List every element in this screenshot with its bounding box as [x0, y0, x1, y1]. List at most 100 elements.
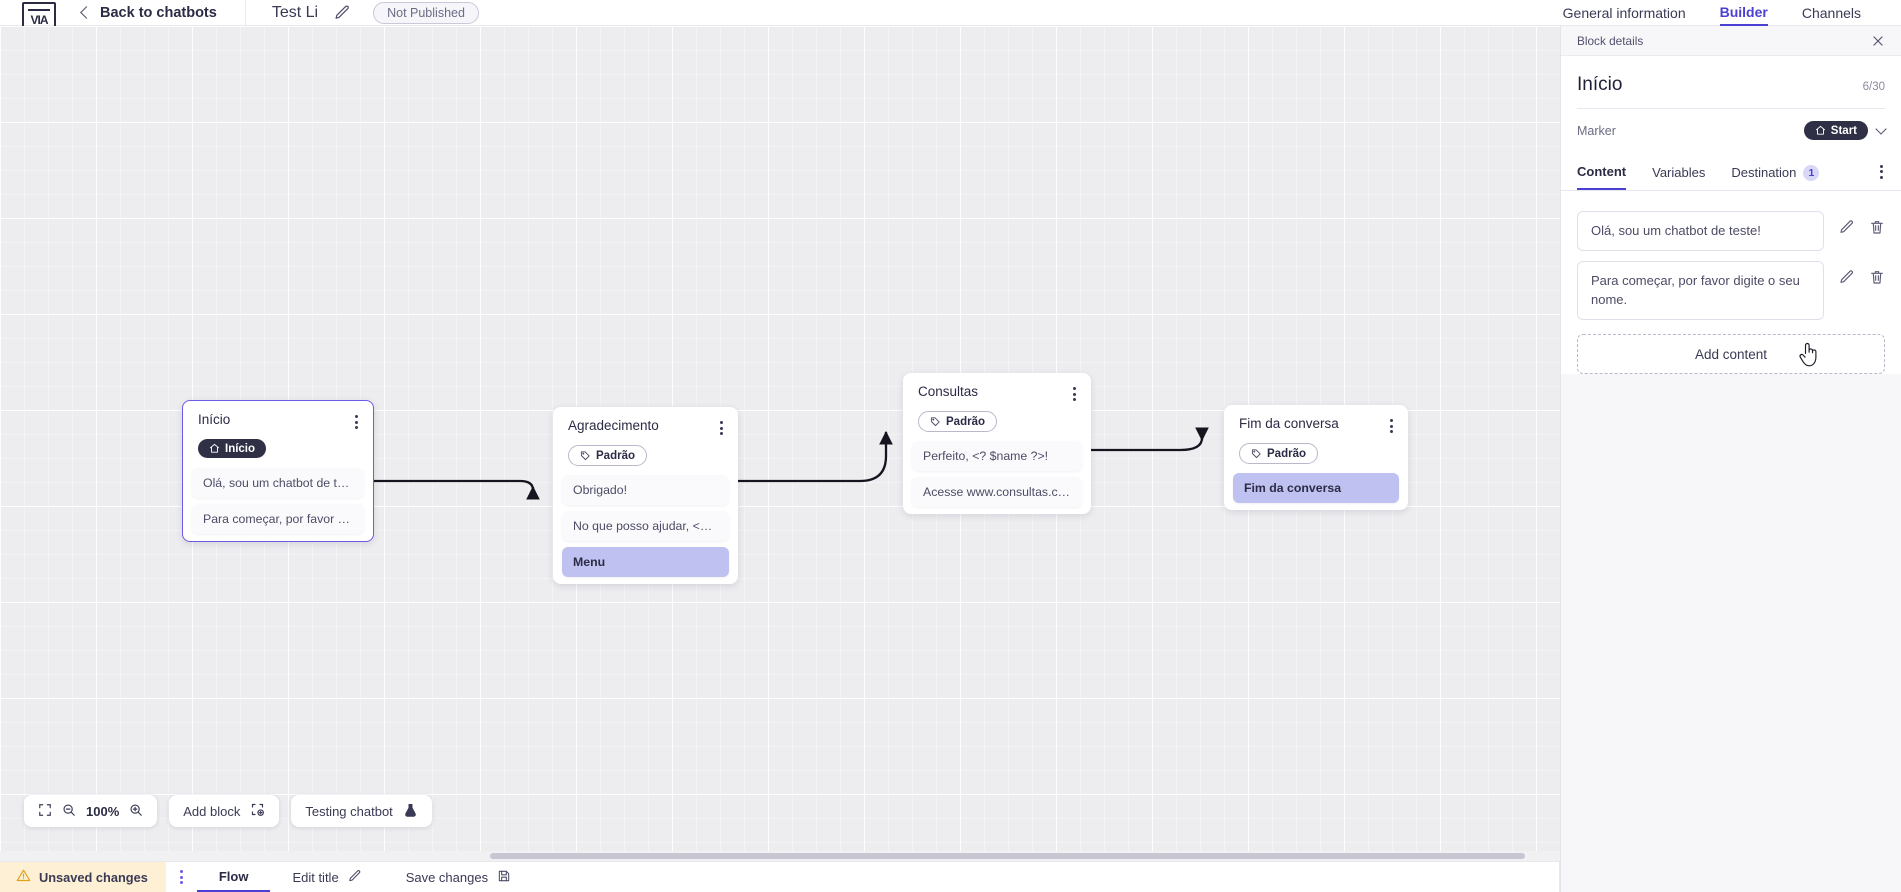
bottom-bar-spacer: [533, 862, 1559, 892]
pencil-icon[interactable]: [1839, 219, 1855, 235]
block-marker-badge-label: Padrão: [1267, 447, 1306, 460]
block-messages: Olá, sou um chatbot de teste! Para começ…: [183, 468, 373, 534]
pencil-icon[interactable]: [1839, 269, 1855, 285]
block-message[interactable]: Obrigado!: [562, 475, 729, 505]
content-item-actions: [1824, 261, 1885, 285]
panel-header-label: Block details: [1577, 33, 1644, 48]
panel-tab-destination-label: Destination: [1731, 165, 1797, 180]
save-changes-label: Save changes: [405, 869, 489, 885]
flow-block-agradecimento[interactable]: Agradecimento Padrão Obrigado! No que po…: [553, 407, 738, 584]
testing-chatbot-button[interactable]: Testing chatbot: [291, 795, 432, 827]
pencil-icon[interactable]: [334, 4, 351, 21]
block-message-menu[interactable]: Menu: [562, 547, 729, 577]
block-options-icon[interactable]: [1388, 416, 1395, 436]
back-to-chatbots-button[interactable]: Back to chatbots: [80, 5, 217, 21]
warning-icon: [16, 868, 31, 886]
content-item: Para começar, por favor digite o seu nom…: [1577, 261, 1885, 321]
panel-body: Início 6/30 Marker Start Content Variabl…: [1561, 56, 1901, 375]
home-icon: [209, 443, 220, 453]
tag-icon: [580, 451, 590, 461]
block-marker-badge-label: Padrão: [946, 415, 985, 428]
bottom-tab-flow[interactable]: Flow: [196, 862, 271, 892]
save-changes-button[interactable]: Save changes: [384, 862, 533, 892]
add-content-button[interactable]: Add content: [1577, 334, 1885, 375]
block-options-icon[interactable]: [1071, 384, 1078, 404]
block-title: Consultas: [918, 384, 979, 399]
close-icon[interactable]: [1871, 34, 1885, 48]
trash-icon[interactable]: [1869, 269, 1885, 285]
panel-tab-variables[interactable]: Variables: [1652, 154, 1705, 189]
block-message-end[interactable]: Fim da conversa: [1233, 473, 1399, 503]
block-marker-badge-label: Padrão: [596, 449, 635, 462]
block-badge-row: Padrão: [1224, 436, 1408, 473]
flow-block-consultas[interactable]: Consultas Padrão Perfeito, <? $name ?>! …: [903, 373, 1091, 514]
content-item-actions: [1824, 211, 1885, 235]
zoom-out-icon[interactable]: [62, 803, 76, 820]
block-messages: Perfeito, <? $name ?>! Acesse www.consul…: [903, 441, 1091, 507]
unsaved-changes-label: Unsaved changes: [39, 869, 148, 885]
marker-select[interactable]: Start: [1803, 121, 1887, 140]
bottom-tab-flow-label: Flow: [218, 868, 249, 884]
scrollbar-thumb[interactable]: [490, 853, 1525, 859]
zoom-in-icon[interactable]: [129, 803, 143, 820]
tab-general-information[interactable]: General information: [1562, 5, 1686, 21]
zoom-controls: 100%: [24, 795, 158, 827]
block-message[interactable]: Perfeito, <? $name ?>!: [912, 441, 1082, 471]
flask-icon: [403, 802, 418, 821]
tag-icon: [1251, 449, 1261, 459]
flow-block-fim-da-conversa[interactable]: Fim da conversa Padrão Fim da conversa: [1224, 405, 1408, 510]
block-details-panel: Block details Início 6/30 Marker Start C…: [1560, 26, 1901, 892]
unsaved-changes-indicator: Unsaved changes: [0, 862, 166, 892]
block-marker-badge[interactable]: Padrão: [918, 411, 997, 432]
testing-chatbot-label: Testing chatbot: [305, 803, 393, 819]
marker-value-label: Start: [1830, 124, 1857, 137]
flow-block-inicio[interactable]: Início Início Olá, sou um chatbot de tes…: [182, 400, 374, 542]
bottom-bar: Unsaved changes Flow Edit title Save cha…: [0, 861, 1560, 892]
edit-title-button[interactable]: Edit title: [270, 862, 383, 892]
canvas-toolbar: 100% Add block Testing chatbot: [24, 795, 432, 827]
block-marker-badge[interactable]: Início: [198, 439, 267, 458]
block-message[interactable]: No que posso ajudar, <? $name ...: [562, 511, 729, 541]
block-marker-badge[interactable]: Padrão: [1239, 443, 1318, 464]
panel-content-list: Olá, sou um chatbot de teste! Para começ…: [1561, 191, 1901, 375]
status-badge: Not Published: [373, 1, 479, 24]
panel-tabs: Content Variables Destination 1: [1561, 153, 1901, 191]
panel-divider: [1577, 108, 1885, 109]
block-message[interactable]: Para começar, por favor digite o ...: [192, 504, 364, 534]
marker-value-badge[interactable]: Start: [1803, 121, 1868, 140]
panel-tab-content[interactable]: Content: [1577, 153, 1627, 190]
tab-channels[interactable]: Channels: [1801, 5, 1861, 21]
block-messages: Obrigado! No que posso ajudar, <? $name …: [553, 475, 738, 577]
panel-header: Block details: [1561, 26, 1901, 56]
block-options-icon[interactable]: [718, 418, 725, 438]
panel-tab-destination[interactable]: Destination 1: [1731, 154, 1820, 190]
panel-char-count: 6/30: [1862, 81, 1885, 93]
block-message[interactable]: Acesse www.consultas.com par...: [912, 477, 1082, 507]
block-marker-badge[interactable]: Padrão: [568, 445, 647, 466]
block-options-icon[interactable]: [353, 412, 360, 432]
panel-title: Início: [1577, 74, 1623, 95]
tab-builder[interactable]: Builder: [1719, 0, 1768, 26]
block-title: Início: [198, 412, 231, 427]
add-block-button[interactable]: Add block: [169, 795, 280, 827]
content-text[interactable]: Para começar, por favor digite o seu nom…: [1577, 261, 1824, 321]
zoom-level: 100%: [86, 803, 120, 819]
panel-tab-variables-label: Variables: [1652, 165, 1706, 180]
trash-icon[interactable]: [1869, 219, 1885, 235]
bottom-more-options-icon[interactable]: [166, 862, 197, 892]
edit-title-label: Edit title: [292, 869, 339, 885]
add-block-label: Add block: [183, 803, 241, 819]
block-messages: Fim da conversa: [1224, 473, 1408, 503]
block-message[interactable]: Olá, sou um chatbot de teste!: [192, 468, 364, 498]
topbar-divider: [244, 0, 246, 26]
tag-icon: [930, 417, 940, 427]
flow-canvas[interactable]: Início Início Olá, sou um chatbot de tes…: [0, 26, 1560, 861]
horizontal-scrollbar[interactable]: [0, 851, 1560, 861]
panel-more-options-icon[interactable]: [1878, 162, 1885, 182]
chevron-down-icon[interactable]: [1875, 122, 1887, 135]
block-header: Início: [183, 401, 373, 432]
fit-screen-icon[interactable]: [38, 803, 52, 820]
bottom-bar-divider: [1559, 862, 1560, 892]
block-marker-badge-label: Início: [225, 442, 256, 455]
content-text[interactable]: Olá, sou um chatbot de teste!: [1577, 211, 1824, 252]
